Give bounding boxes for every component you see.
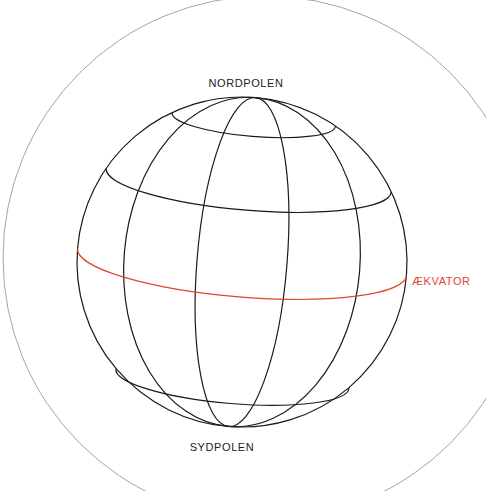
pole-label: NORDPOLEN [208,78,283,89]
outer-circle [3,0,486,491]
parallel [104,169,391,222]
parallel [114,369,349,413]
meridian [184,94,301,430]
equator-line [75,248,407,310]
equator-label: ÆKVATOR [412,276,471,287]
globe-outline [64,84,420,440]
parallel [171,113,336,143]
globe-grid [64,84,420,440]
pole-label: SYDPOLEN [190,442,255,453]
meridian [111,88,373,436]
